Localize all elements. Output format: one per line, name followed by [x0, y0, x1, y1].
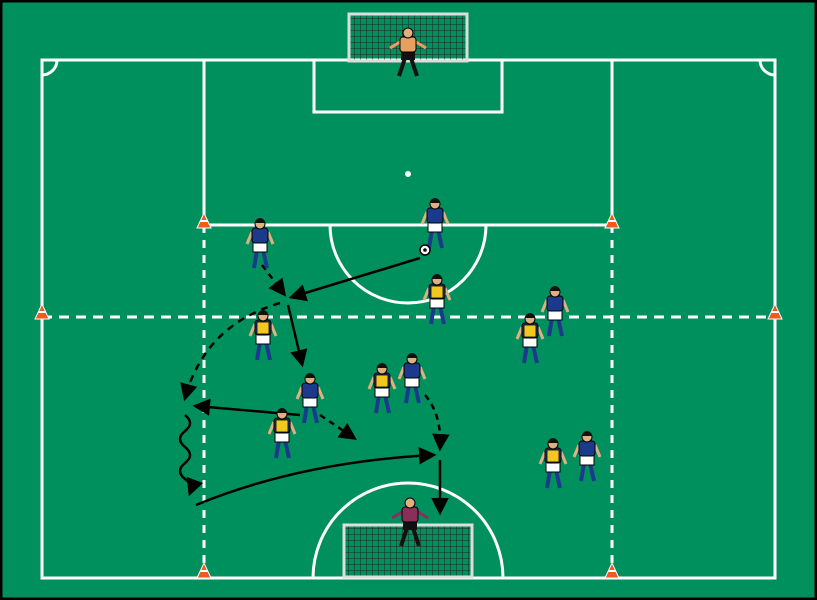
player-yellow-bib [248, 310, 278, 361]
top-left-corner-arc [41, 59, 59, 77]
cone-marker [604, 561, 620, 579]
cone-marker [196, 561, 212, 579]
penalty-spot [405, 171, 411, 177]
bottom-goal [342, 523, 474, 579]
cone-marker [34, 302, 50, 320]
cone-marker [604, 211, 620, 229]
top-right-corner-arc [758, 59, 776, 77]
player-blue-team [245, 218, 275, 269]
pass-arrow [288, 256, 421, 302]
cone-marker [196, 211, 212, 229]
player-yellow-bib [515, 313, 545, 364]
goalkeeper [389, 27, 427, 77]
player-yellow-bib [267, 408, 297, 459]
center-circle [311, 481, 505, 579]
ball [419, 244, 431, 256]
dribble-arrow [178, 414, 204, 497]
player-blue-team [572, 431, 602, 482]
run-arrow [180, 301, 281, 402]
movement-arrows [178, 256, 450, 516]
player-yellow-bib [367, 363, 397, 414]
run-arrow [424, 394, 450, 452]
player-blue-team [420, 198, 450, 249]
player-yellow-bib [538, 438, 568, 489]
penalty-arc [328, 224, 488, 305]
player-blue-team [295, 373, 325, 424]
pass-arrow [286, 304, 308, 368]
run-arrow [319, 413, 357, 440]
goalkeeper [391, 497, 429, 547]
pass-arrow [195, 446, 437, 507]
player-yellow-bib [422, 274, 452, 325]
player-blue-team [540, 286, 570, 337]
cone-marker [767, 302, 783, 320]
player-blue-team [397, 353, 427, 404]
